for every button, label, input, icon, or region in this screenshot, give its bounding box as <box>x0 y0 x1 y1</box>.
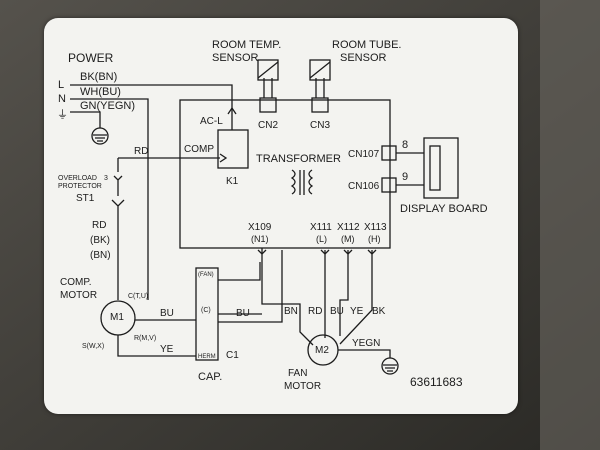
wire-comp-ye <box>117 335 196 357</box>
terminal-x113: X113 <box>364 222 387 233</box>
wire-room-tube-sensor <box>315 78 325 98</box>
connector-cn2: CN2 <box>258 120 278 131</box>
wire-label-gn-yegn: GN(YEGN) <box>80 100 135 112</box>
relay-k1 <box>217 129 249 169</box>
fan-wire-ye: YE <box>350 306 364 317</box>
comp-wire-ye: YE <box>160 344 174 355</box>
cap-herm-terminal: HERM <box>198 354 216 360</box>
overload-protector-line1: OVERLOAD <box>58 175 97 182</box>
ground-symbol-fan <box>381 357 399 375</box>
fan-motor-m2: M2 <box>315 345 329 356</box>
fan-wire-bk: BK <box>372 306 386 317</box>
terminal-l-paren: (L) <box>316 234 327 244</box>
terminal-x111: X111 <box>310 222 332 233</box>
cap-label: CAP. <box>198 371 222 383</box>
overload-pin-3: 3 <box>104 175 108 182</box>
capacitor-c1 <box>195 267 219 361</box>
comp-label: COMP <box>184 144 214 155</box>
overload-protector-line2: PROTECTOR <box>58 183 102 190</box>
room-tube-sensor-line1: ROOM TUBE. <box>332 39 401 51</box>
wire-gn <box>70 111 101 128</box>
wire-room-temp-sensor <box>263 78 273 98</box>
comp-wire-bu: BU <box>160 308 174 319</box>
display-pin-8: 8 <box>402 139 408 151</box>
fan-motor-line1: FAN <box>288 368 307 379</box>
terminal-m: (M) <box>341 234 355 244</box>
terminal-h: (H) <box>368 234 381 244</box>
overload-bn: (BN) <box>90 250 111 261</box>
comp-terminal-ctu: C(T,U) <box>128 293 148 300</box>
cap-fan-terminal: (FAN) <box>198 272 214 278</box>
wire-fan-bn <box>261 300 314 346</box>
connector-cn3: CN3 <box>310 120 330 131</box>
comp-motor-line2: MOTOR <box>60 290 97 301</box>
transformer-label: TRANSFORMER <box>256 153 341 165</box>
wire-fan-bk <box>339 250 373 345</box>
cap-c1-label: C1 <box>226 350 239 361</box>
wire-n-wh <box>70 98 149 300</box>
overload-rd: RD <box>92 220 106 231</box>
comp-terminal-rmv: R(M,V) <box>134 335 156 342</box>
room-temp-sensor-line2: SENSOR <box>212 52 259 64</box>
relay-k1-label: K1 <box>226 176 239 187</box>
display-board <box>423 137 459 199</box>
wiring-label-sticker <box>44 18 518 414</box>
cap-c-terminal: (C) <box>201 307 211 314</box>
fan-wire-bn: BN <box>284 306 298 317</box>
room-temp-sensor-line1: ROOM TEMP. <box>212 39 281 51</box>
connector-cn107: CN107 <box>348 149 380 160</box>
terminal-x112: X112 <box>337 222 360 233</box>
comp-terminal-swx: S(W,X) <box>82 343 104 350</box>
cap-wire-bu: BU <box>236 308 250 319</box>
wire-fan-bu <box>339 250 349 336</box>
wire-cap-bu <box>218 250 283 323</box>
overload-st1: ST1 <box>76 193 95 204</box>
overload-rd-top: RD <box>134 146 148 157</box>
transformer-coils <box>290 169 314 195</box>
room-tube-sensor-line2: SENSOR <box>340 52 387 64</box>
fan-wire-bu: BU <box>330 306 344 317</box>
power-title: POWER <box>68 51 114 65</box>
connector-cn106: CN106 <box>348 181 380 192</box>
fan-motor-line2: MOTOR <box>284 381 321 392</box>
terminal-n: N <box>58 93 66 105</box>
terminal-ground: ⏚ <box>57 108 68 121</box>
terminal-l: L <box>58 79 64 91</box>
ac-l-label: AC-L <box>200 116 223 127</box>
terminal-x109: X109 <box>248 222 272 233</box>
ground-symbol-power <box>91 127 109 145</box>
wire-label-wh-bu: WH(BU) <box>80 86 121 98</box>
overload-bk: (BK) <box>90 235 110 246</box>
fan-wire-rd: RD <box>308 306 322 317</box>
main-board-frame <box>179 99 391 249</box>
comp-motor-m1: M1 <box>110 312 124 323</box>
overload-protector <box>111 158 125 300</box>
terminal-n1: (N1) <box>251 234 269 244</box>
wire-label-bk-bn: BK(BN) <box>80 71 117 83</box>
fan-wire-yegn: YEGN <box>352 338 380 349</box>
part-number: 63611683 <box>410 375 463 389</box>
display-pin-9: 9 <box>402 171 408 183</box>
display-board-label: DISPLAY BOARD <box>400 203 488 215</box>
comp-motor-line1: COMP. <box>60 277 92 288</box>
